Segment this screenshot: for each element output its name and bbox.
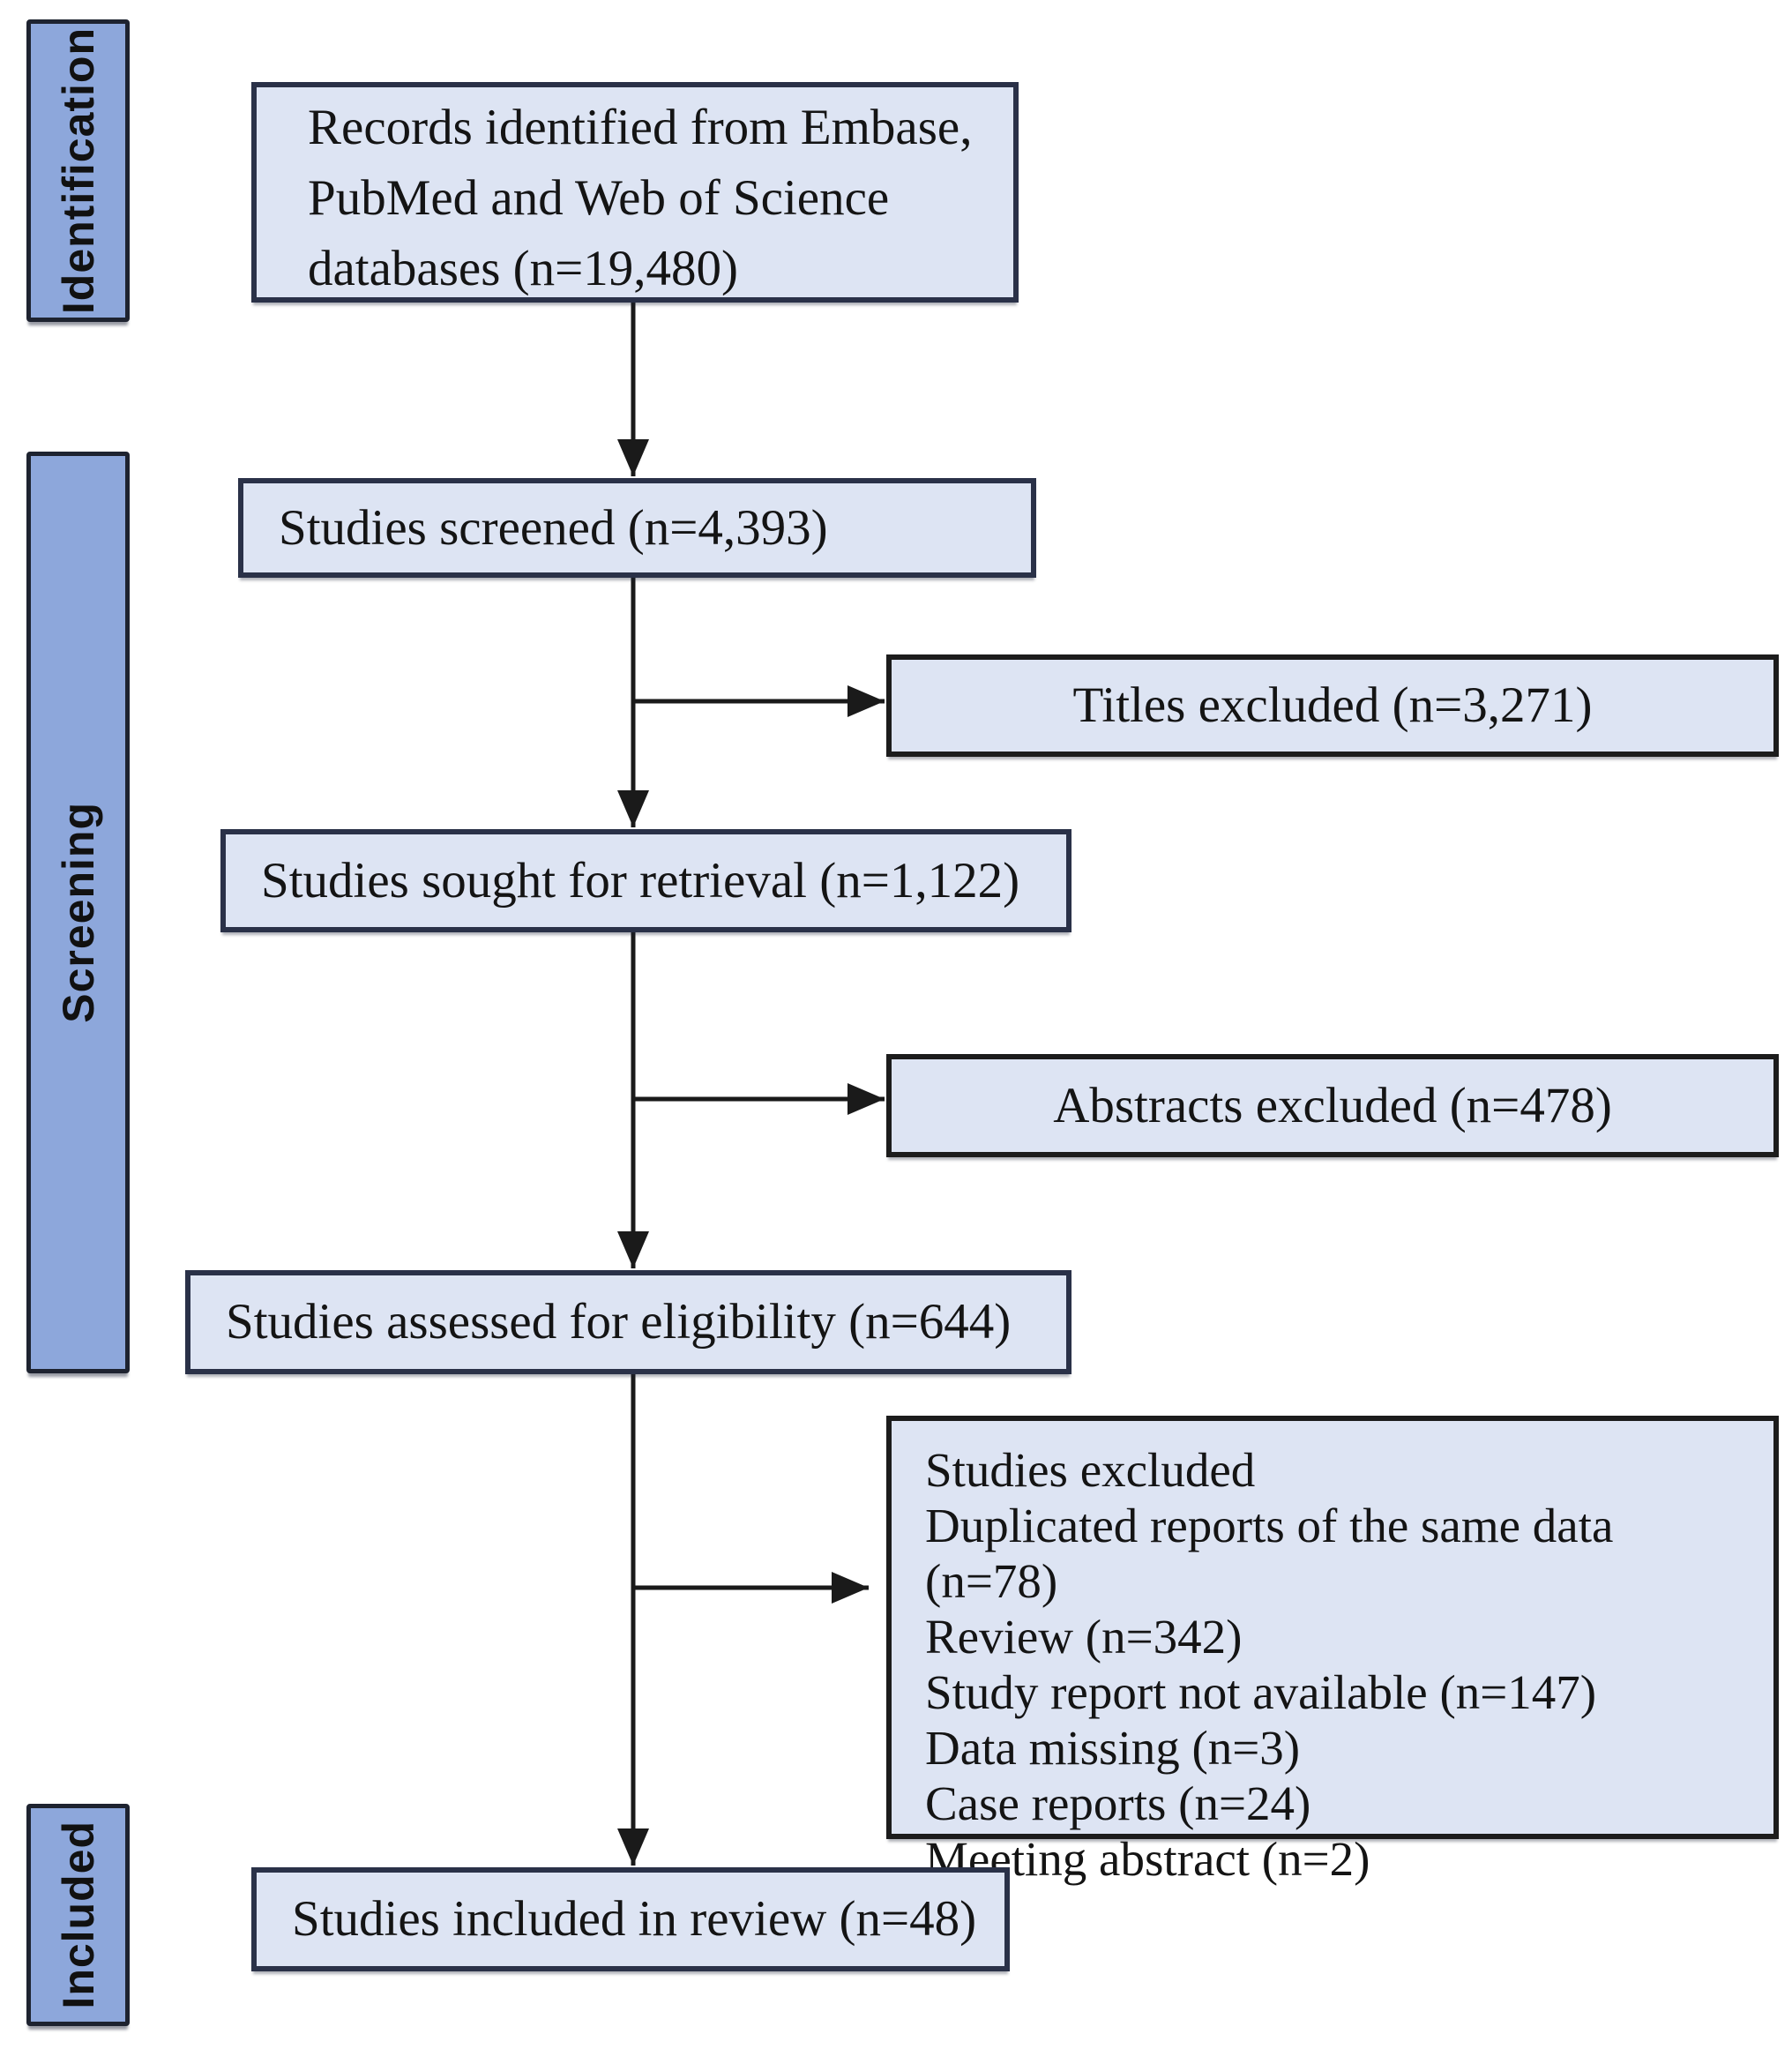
studies-excluded-reason: Review (n=342) — [925, 1610, 1243, 1664]
stage-included-label: Included — [53, 1821, 103, 2009]
box-studies-sought: Studies sought for retrieval (n=1,122) — [220, 829, 1071, 932]
studies-excluded-reason: Data missing (n=3) — [925, 1721, 1301, 1775]
studies-excluded-title: Studies excluded — [925, 1443, 1256, 1497]
studies-excluded-reason: Case reports (n=24) — [925, 1776, 1311, 1830]
box-studies-assessed-text: Studies assessed for eligibility (n=644) — [226, 1294, 1012, 1350]
box-records-identified: Records identified from Embase, PubMed a… — [251, 82, 1019, 303]
stage-included: Included — [26, 1804, 130, 2026]
box-titles-excluded-text: Titles excluded (n=3,271) — [1072, 677, 1593, 733]
box-titles-excluded: Titles excluded (n=3,271) — [886, 654, 1779, 757]
box-studies-included-text: Studies included in review (n=48) — [292, 1891, 977, 1947]
box-abstracts-excluded: Abstracts excluded (n=478) — [886, 1054, 1779, 1157]
box-abstracts-excluded-text: Abstracts excluded (n=478) — [1053, 1077, 1612, 1133]
box-studies-screened: Studies screened (n=4,393) — [238, 478, 1036, 578]
box-studies-sought-text: Studies sought for retrieval (n=1,122) — [261, 852, 1020, 909]
studies-excluded-reason: Meeting abstract (n=2) — [925, 1832, 1370, 1886]
box-studies-screened-text: Studies screened (n=4,393) — [279, 499, 828, 556]
stage-identification: Identification — [26, 19, 130, 322]
box-studies-included: Studies included in review (n=48) — [251, 1867, 1010, 1971]
box-records-identified-text: Records identified from Embase, PubMed a… — [308, 100, 973, 296]
box-studies-assessed: Studies assessed for eligibility (n=644) — [185, 1270, 1071, 1374]
stage-identification-label: Identification — [53, 26, 103, 315]
stage-screening: Screening — [26, 452, 130, 1373]
box-studies-excluded: Studies excluded Duplicated reports of t… — [886, 1416, 1779, 1886]
studies-excluded-reason: Study report not available (n=147) — [925, 1665, 1597, 1719]
studies-excluded-reason: Duplicated reports of the same data (n=7… — [925, 1499, 1614, 1608]
stage-screening-label: Screening — [53, 802, 103, 1023]
